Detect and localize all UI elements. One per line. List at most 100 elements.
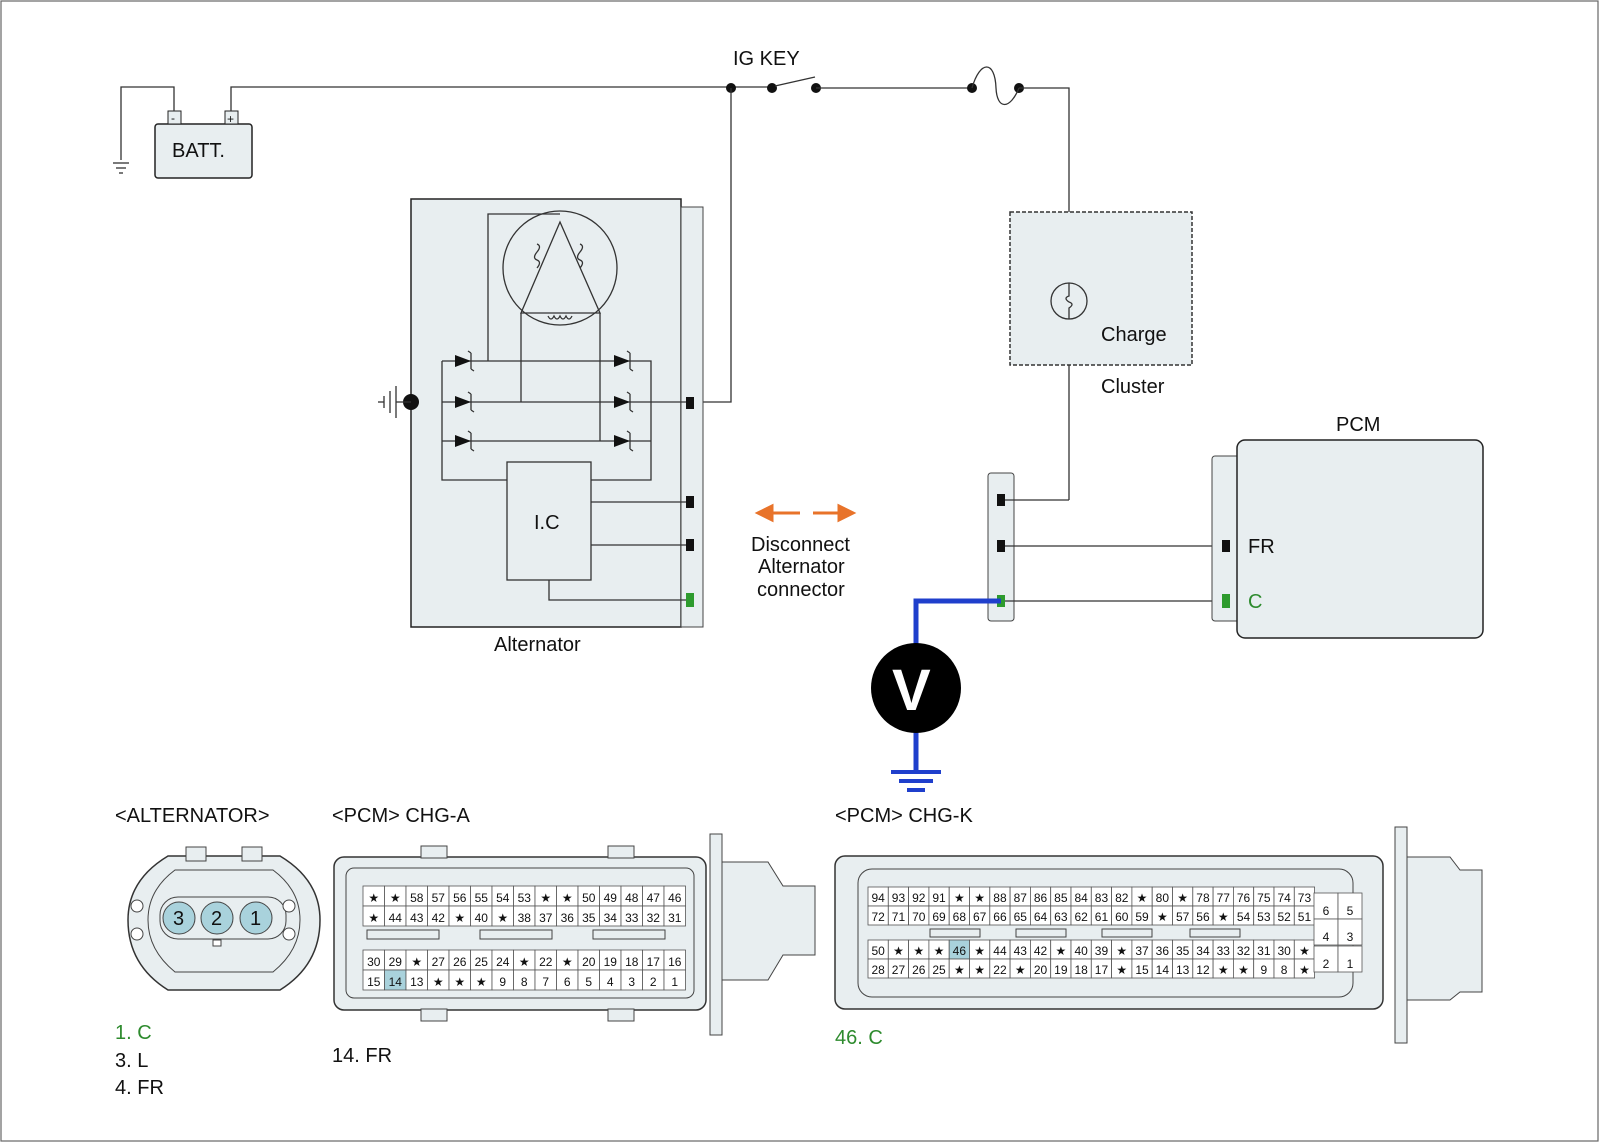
pin-number: ★ — [519, 955, 530, 969]
pin-number: ★ — [390, 891, 401, 905]
pin-number: 65 — [1014, 910, 1028, 924]
pin-number: 75 — [1257, 891, 1271, 905]
pin-cell — [663, 969, 686, 991]
pin-number: 44 — [993, 944, 1007, 958]
pin-number: 31 — [1257, 944, 1271, 958]
pin-number: 14 — [1156, 963, 1170, 977]
pin-number: 3 — [1347, 930, 1354, 944]
pin-number: ★ — [1177, 891, 1188, 905]
pin-number: ★ — [893, 944, 904, 958]
pin-number: 58 — [410, 891, 424, 905]
pin-number: 69 — [932, 910, 946, 924]
pin-number: 38 — [518, 911, 532, 925]
pin-number: ★ — [934, 944, 945, 958]
alternator-connector: 3 2 1 — [127, 846, 321, 991]
pin-number: 49 — [604, 891, 618, 905]
pin-number: 30 — [1277, 944, 1291, 958]
disconnect-arrows-icon — [754, 503, 857, 523]
pin-number: 17 — [647, 955, 661, 969]
pin-number: 62 — [1074, 910, 1088, 924]
battery-label: BATT. — [172, 140, 225, 162]
pin-number: 29 — [389, 955, 403, 969]
pin-number: 13 — [1176, 963, 1190, 977]
pin-number: 84 — [1074, 891, 1088, 905]
pin-number: ★ — [954, 891, 965, 905]
alt-legend-1: 1. C — [115, 1022, 152, 1044]
pin-number: 26 — [912, 963, 926, 977]
ground-icon — [891, 770, 941, 792]
pin-number: 9 — [499, 975, 506, 989]
pin-number: ★ — [1238, 963, 1249, 977]
pin-number: 55 — [475, 891, 489, 905]
battery: - + BATT. — [154, 110, 253, 179]
pin-number: 37 — [1135, 944, 1149, 958]
pin-number: 61 — [1095, 910, 1109, 924]
pin-number: 59 — [1135, 910, 1149, 924]
pin-number: ★ — [454, 975, 465, 989]
pin-number: 43 — [1014, 944, 1028, 958]
pin-number: 88 — [993, 891, 1007, 905]
pin-cell — [1337, 892, 1363, 920]
pin-number: ★ — [1299, 963, 1310, 977]
pin-number: 18 — [1074, 963, 1088, 977]
pin-number: ★ — [476, 975, 487, 989]
ic-label: I.C — [534, 512, 560, 534]
pin-number: 8 — [1281, 963, 1288, 977]
pin-number: 2 — [650, 975, 657, 989]
pin-number: 27 — [892, 963, 906, 977]
battery-neg-sign: - — [171, 111, 175, 125]
alt-pin-3: 3 — [173, 908, 184, 930]
pin-number: 12 — [1196, 963, 1210, 977]
pin-number: 14 — [389, 975, 403, 989]
pin-number: 22 — [993, 963, 1007, 977]
pin-number: 42 — [1034, 944, 1048, 958]
pin-number: 54 — [1237, 910, 1251, 924]
pin-number: 24 — [496, 955, 510, 969]
pin-number: 19 — [604, 955, 618, 969]
pin-number: 53 — [518, 891, 532, 905]
pin-number: 31 — [668, 911, 682, 925]
pin-cell — [1337, 918, 1363, 946]
pin-number: ★ — [1299, 944, 1310, 958]
pin-number: 91 — [932, 891, 946, 905]
instruction-line-2: Alternator — [758, 556, 845, 578]
pin-number: ★ — [1055, 944, 1066, 958]
pin-number: 25 — [932, 963, 946, 977]
pin-number: 34 — [604, 911, 618, 925]
pin-number: ★ — [562, 891, 573, 905]
pin-number: 34 — [1196, 944, 1210, 958]
pin-number: 19 — [1054, 963, 1068, 977]
pin-number: 48 — [625, 891, 639, 905]
pin-number: 72 — [871, 910, 885, 924]
pin-number: 33 — [625, 911, 639, 925]
chg-k-legend: 46. C — [835, 1027, 883, 1049]
pin-number: 57 — [1176, 910, 1190, 924]
pin-number: ★ — [954, 963, 965, 977]
pin-number: 77 — [1217, 891, 1231, 905]
pin-number: 4 — [1323, 930, 1330, 944]
pin-number: 13 — [410, 975, 424, 989]
chg-a-legend: 14. FR — [332, 1045, 392, 1067]
pcm: PCM FR C — [1211, 414, 1484, 639]
pin-number: 17 — [1095, 963, 1109, 977]
pin-number: 42 — [432, 911, 446, 925]
pcm-label: PCM — [1336, 414, 1380, 436]
pin-number: 39 — [1095, 944, 1109, 958]
pin-number: ★ — [454, 911, 465, 925]
pin-cell — [1313, 918, 1339, 946]
pin-number: 5 — [1347, 904, 1354, 918]
pin-number: 60 — [1115, 910, 1129, 924]
chg-k-title: <PCM> CHG-K — [835, 805, 973, 827]
pin-number: 53 — [1257, 910, 1271, 924]
pin-number: ★ — [411, 955, 422, 969]
ground-icon — [113, 162, 129, 174]
pin-number: 35 — [582, 911, 596, 925]
pin-number: 6 — [564, 975, 571, 989]
pin-number: ★ — [974, 963, 985, 977]
pin-number: 3 — [628, 975, 635, 989]
pin-number: 6 — [1323, 904, 1330, 918]
pin-number: 68 — [953, 910, 967, 924]
pin-number: 47 — [647, 891, 661, 905]
pin-number: 7 — [542, 975, 549, 989]
